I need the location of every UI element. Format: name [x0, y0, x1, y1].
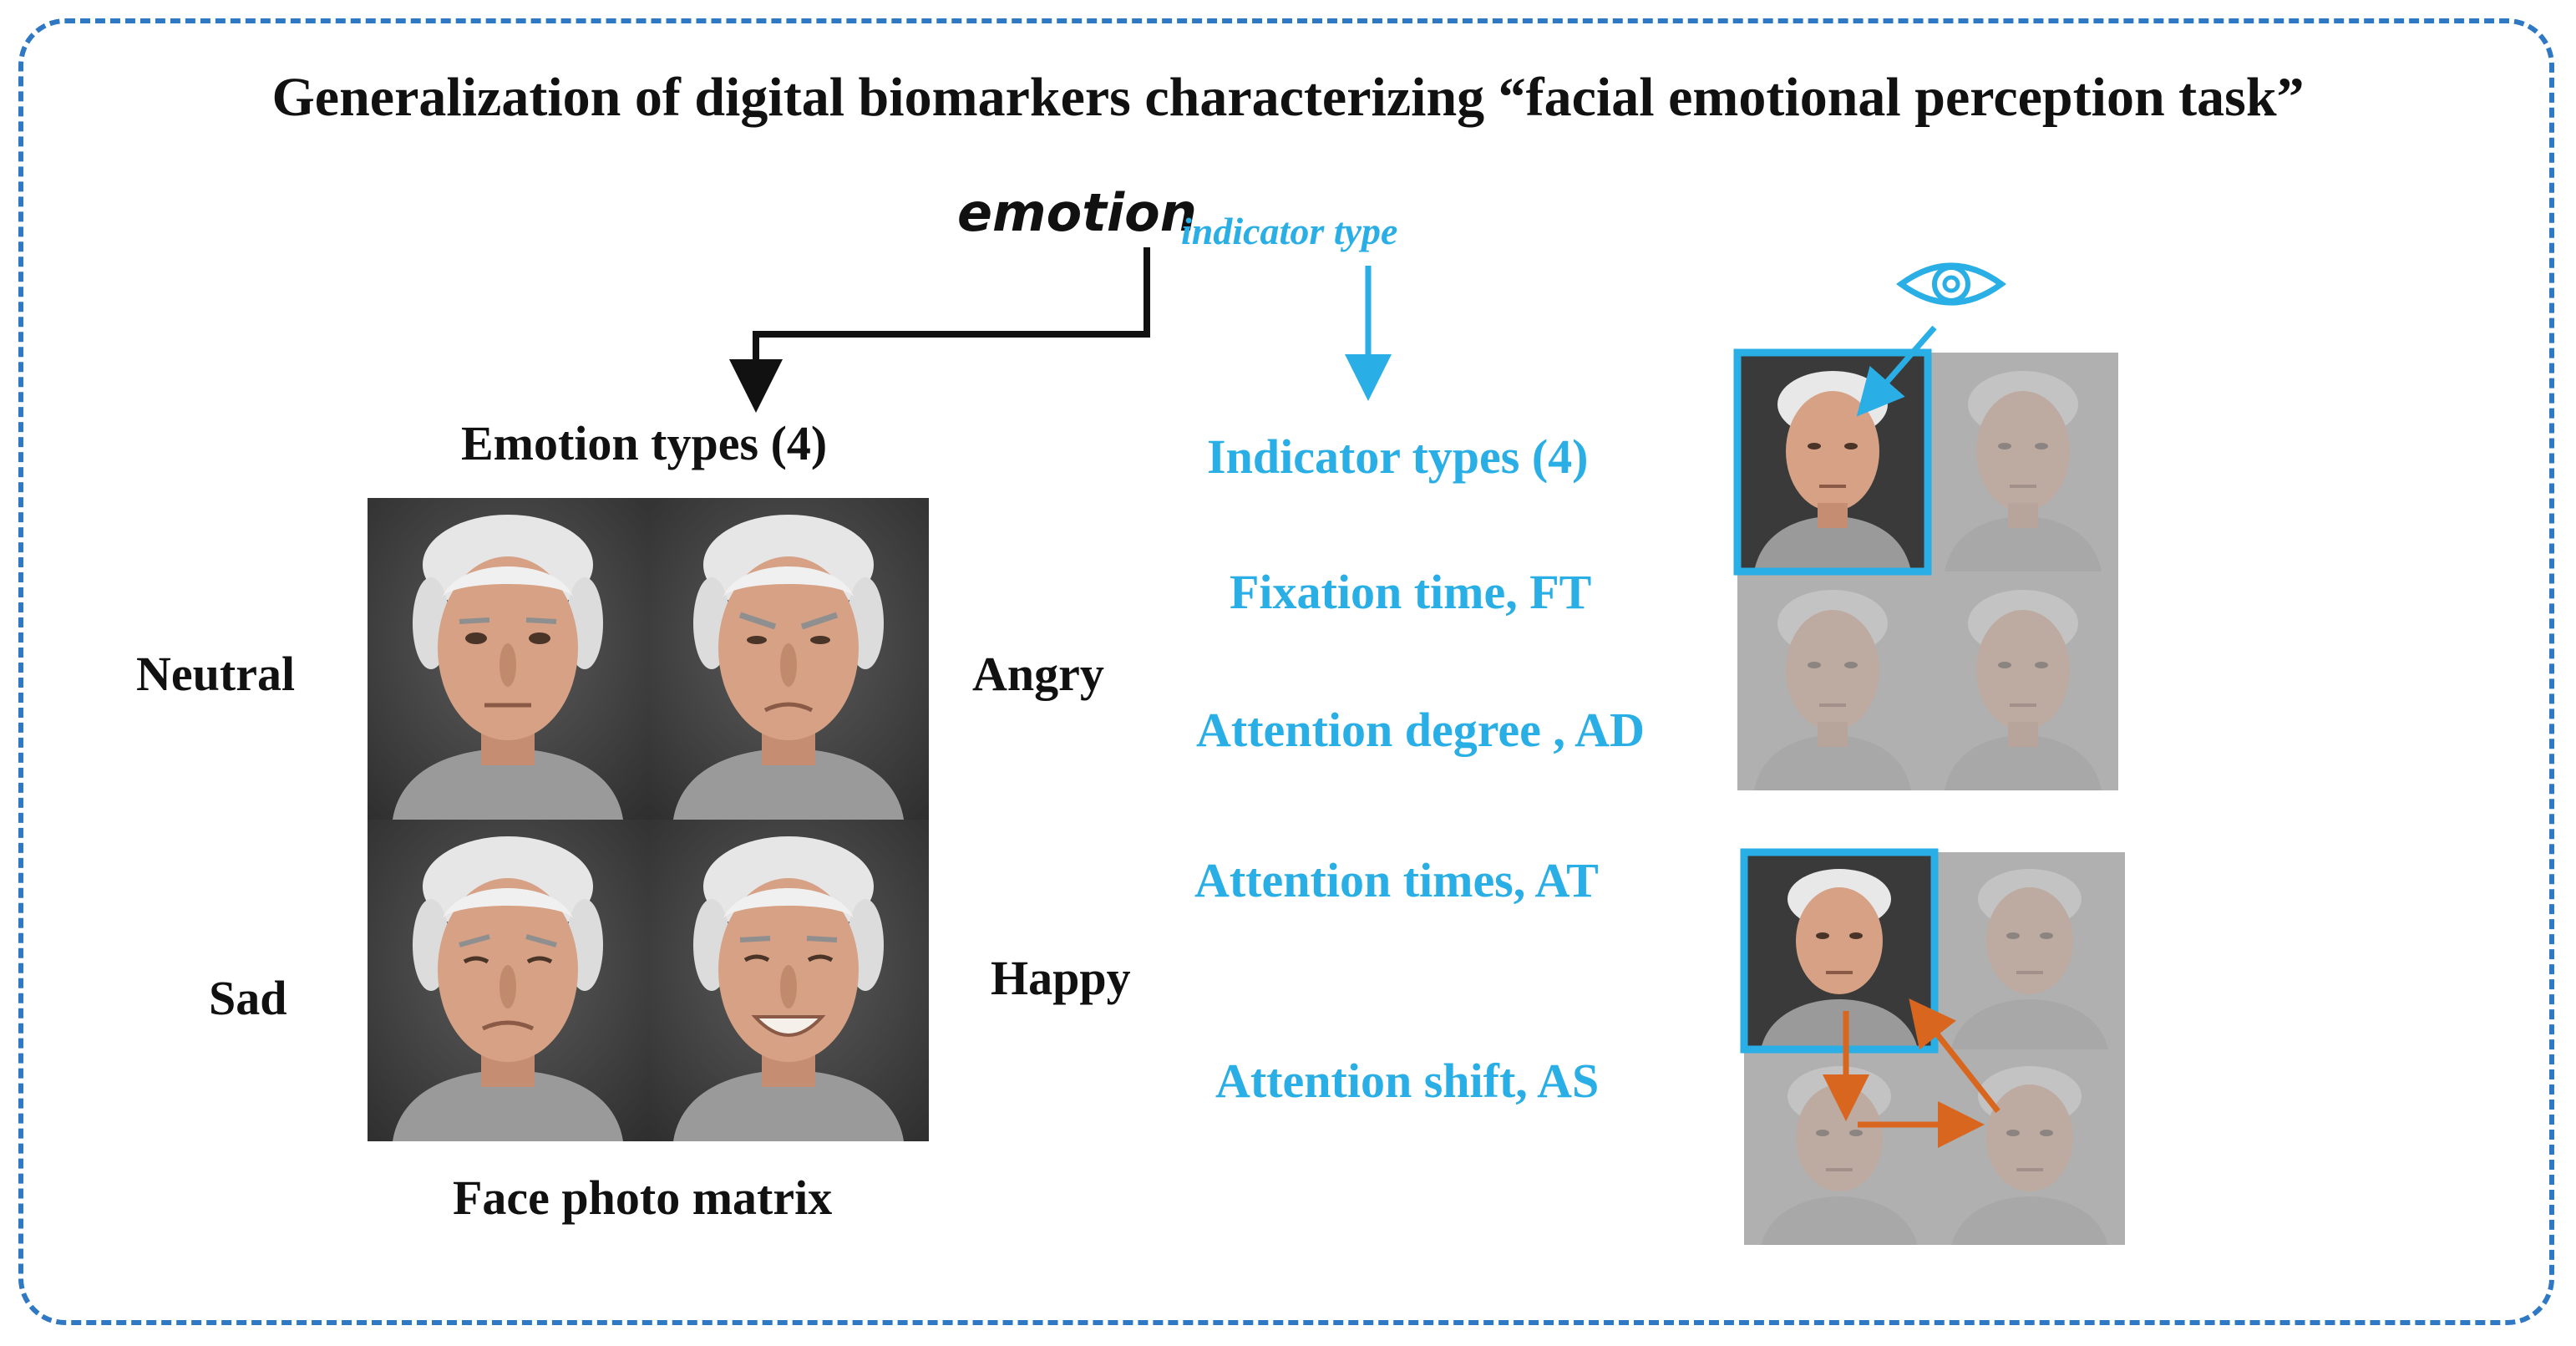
- indicator-types-heading: Indicator types (4): [1207, 429, 1589, 484]
- emotion-types-heading: Emotion types (4): [461, 416, 828, 470]
- indicator-attention-shift: Attention shift, AS: [1215, 1054, 1600, 1108]
- gaze-cell-faded: [1737, 571, 1928, 792]
- gaze-cell-faded: [1928, 571, 2118, 792]
- gaze-cell-active: [1737, 353, 1928, 573]
- fixation-gaze-grid: [1733, 262, 2118, 792]
- emotion-label-angry: Angry: [972, 647, 1104, 701]
- face-sad: [368, 820, 648, 1141]
- shift-cell-faded: [1935, 1049, 2125, 1245]
- figure-title: Generalization of digital biomarkers cha…: [271, 67, 2305, 128]
- face-photo-matrix: [368, 498, 929, 1141]
- formula-base: emotion: [957, 182, 1197, 243]
- face-neutral: [368, 498, 648, 820]
- face-angry: [648, 498, 929, 820]
- indicator-attention-degree: Attention degree , AD: [1196, 703, 1645, 757]
- shift-cell-faded: [1935, 852, 2125, 1051]
- shift-cell-faded: [1744, 1049, 1935, 1245]
- emotion-branch-arrow: [729, 247, 1150, 413]
- emotion-label-happy: Happy: [991, 951, 1131, 1005]
- gaze-highlight-box: [1733, 348, 1932, 576]
- formula-subscript: indicator type: [1181, 210, 1398, 252]
- shift-highlight-box: [1740, 848, 1939, 1054]
- indicator-attention-times: Attention times, AT: [1194, 853, 1599, 907]
- face-photo-matrix-caption: Face photo matrix: [453, 1171, 833, 1225]
- emotion-label-neutral: Neutral: [136, 647, 296, 701]
- attention-shift-grid: [1740, 848, 2125, 1245]
- face-happy: [648, 820, 929, 1141]
- shift-cell-active: [1744, 852, 1935, 1051]
- gaze-arrow: [1856, 325, 1937, 417]
- emotion-label-sad: Sad: [209, 971, 287, 1025]
- indicator-fixation-time: Fixation time, FT: [1230, 565, 1592, 619]
- gaze-cell-faded: [1928, 353, 2118, 573]
- eye-icon: [1896, 262, 2006, 306]
- dashed-frame: [18, 18, 2554, 1325]
- shift-arrow-up: [1909, 998, 2000, 1114]
